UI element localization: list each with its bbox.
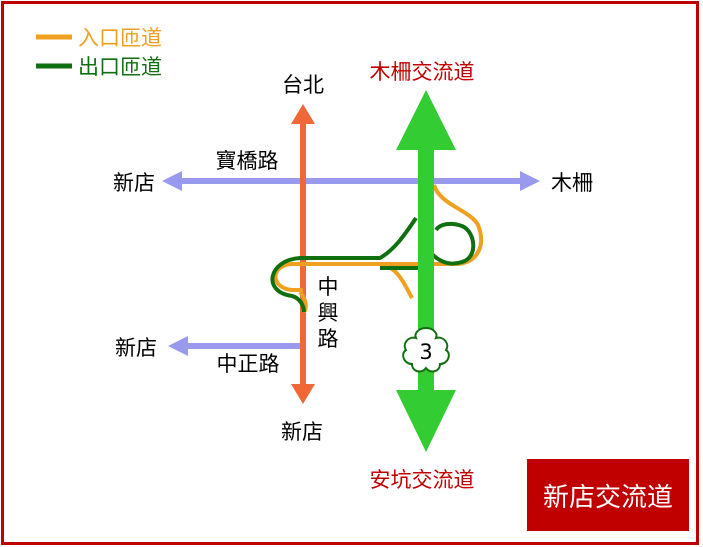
zhongzheng-west-arrowhead (168, 336, 188, 356)
freeway-north-arrowhead (396, 90, 456, 150)
label-baoqiao-west: 新店 (113, 171, 155, 195)
zhongzheng-road (168, 336, 304, 356)
baoqiao-west-arrowhead (162, 171, 182, 191)
label-zhongzheng-road: 中正路 (217, 352, 280, 376)
baoqiao-road (162, 171, 540, 191)
label-baoqiao-road: 寶橋路 (216, 149, 279, 173)
label-zhongzheng-west: 新店 (115, 336, 157, 360)
zhongxing-south-arrowhead (291, 384, 315, 404)
entrance-ramps (273, 184, 484, 314)
label-taipei: 台北 (282, 73, 324, 97)
freeway-3 (396, 90, 456, 452)
interchange-title: 新店交流道 (527, 459, 689, 531)
freeway-shield-number: 3 (419, 340, 432, 364)
legend-entrance-label: 入口匝道 (78, 26, 162, 50)
zhongxing-north-arrowhead (291, 104, 315, 124)
label-zhongxing-3: 路 (318, 327, 339, 351)
label-south-interchange: 安坑交流道 (370, 468, 475, 492)
label-zhongxing-1: 中 (318, 275, 339, 299)
freeway-shield: 3 (402, 326, 450, 373)
label-baoqiao-east: 木柵 (551, 171, 593, 195)
legend-exit-label: 出口匝道 (78, 55, 162, 79)
label-north-interchange: 木柵交流道 (370, 60, 475, 84)
label-xindian-bottom: 新店 (281, 420, 323, 444)
baoqiao-east-arrowhead (520, 171, 540, 191)
zhongxing-road (291, 104, 315, 404)
label-zhongxing-2: 興 (318, 301, 339, 325)
freeway-south-arrowhead (396, 390, 456, 452)
